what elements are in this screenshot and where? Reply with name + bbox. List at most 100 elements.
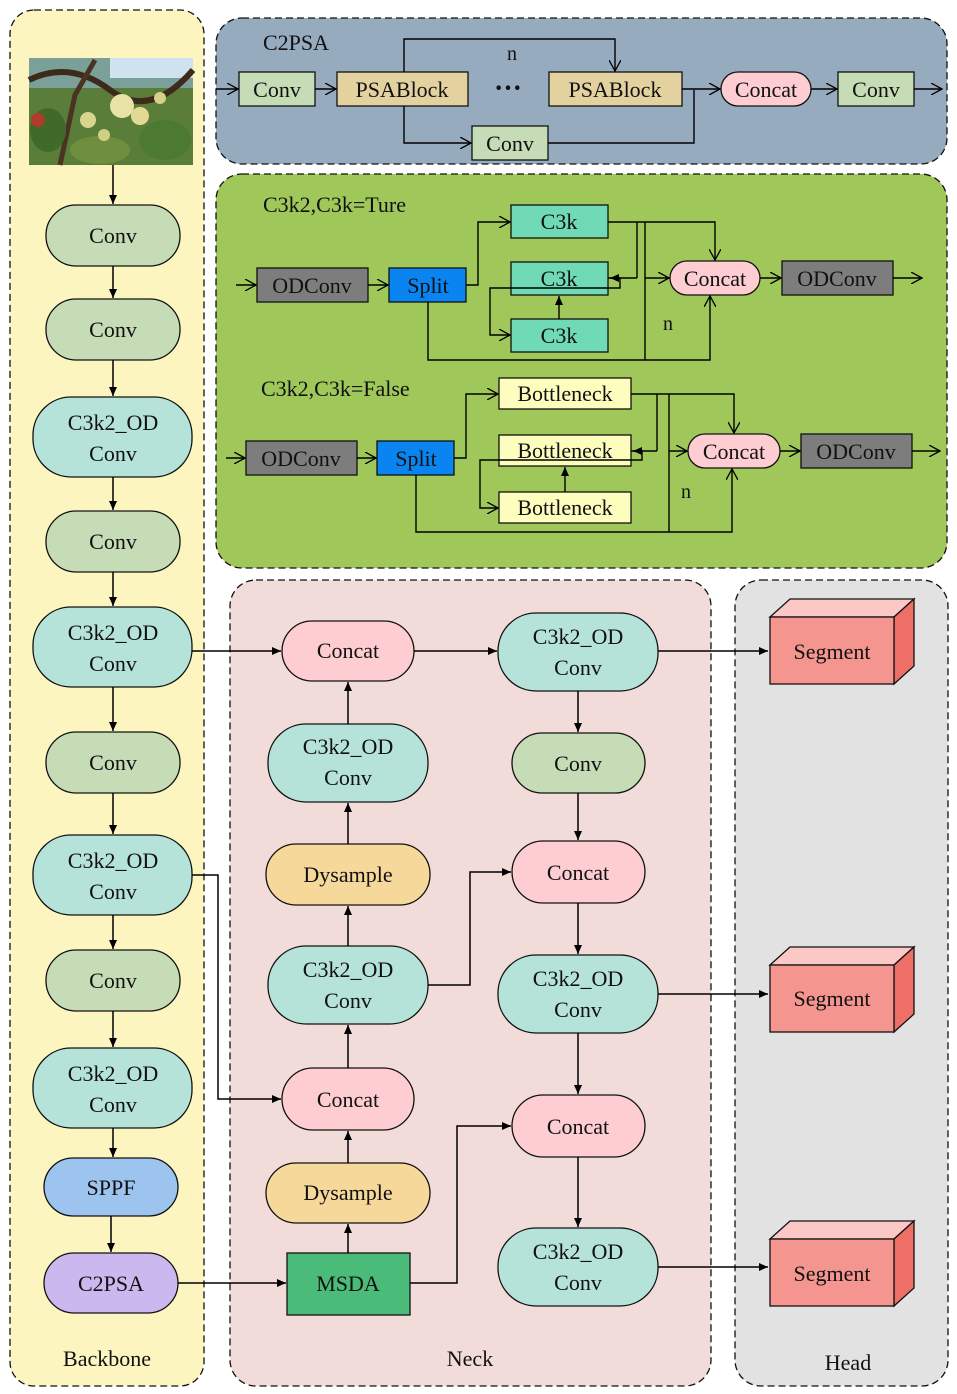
backbone-c2psa: C2PSA — [43, 1252, 179, 1314]
svg-text:C3k2_OD: C3k2_OD — [303, 957, 393, 982]
c3k2f-odconv-in: ODConv — [245, 440, 358, 476]
svg-text:Conv: Conv — [554, 1270, 602, 1295]
svg-text:C3k2_OD: C3k2_OD — [533, 624, 623, 649]
svg-text:PSABlock: PSABlock — [356, 77, 449, 102]
svg-text:Conv: Conv — [486, 131, 534, 156]
svg-text:ODConv: ODConv — [797, 266, 876, 291]
svg-text:Bottleneck: Bottleneck — [517, 438, 612, 463]
neck-concat-1: Concat — [281, 620, 415, 682]
svg-text:C3k: C3k — [541, 266, 578, 291]
c2psa-conv-in: Conv — [238, 71, 316, 107]
c2psa-psablock-1: PSABlock — [336, 71, 469, 107]
c3k2t-concat: Concat — [669, 260, 761, 296]
svg-text:Dysample: Dysample — [303, 1180, 392, 1205]
backbone-conv-4: Conv — [45, 731, 181, 794]
node-label-line1: C3k2_OD — [68, 848, 158, 873]
svg-text:Concat: Concat — [317, 1087, 379, 1112]
node-label-line2: Conv — [89, 879, 137, 904]
c3k2t-odconv-in: ODConv — [256, 267, 369, 303]
c3k2f-odconv-out: ODConv — [800, 433, 913, 469]
svg-text:MSDA: MSDA — [316, 1271, 380, 1296]
c3k2t-arrows — [236, 222, 922, 361]
node-label: Conv — [89, 529, 137, 554]
svg-text:PSABlock: PSABlock — [569, 77, 662, 102]
svg-text:Concat: Concat — [735, 77, 797, 102]
c3k2f-split: Split — [376, 440, 455, 476]
svg-text:C3k2_OD: C3k2_OD — [303, 734, 393, 759]
svg-text:Conv: Conv — [253, 77, 301, 102]
neck-msda: MSDA — [286, 1252, 411, 1316]
c3k2f-bottleneck-2: Bottleneck — [498, 434, 632, 467]
neck-concat-3: Concat — [511, 840, 646, 904]
head-segment-2: Segment — [768, 945, 916, 1034]
c3k2t-c3k-3: C3k — [510, 318, 609, 353]
svg-text:Dysample: Dysample — [303, 862, 392, 887]
node-label: C2PSA — [78, 1271, 144, 1296]
neck-dysample-1: Dysample — [265, 843, 431, 906]
backbone-c3k2-2: C3k2_OD Conv — [32, 606, 193, 688]
svg-text:ODConv: ODConv — [261, 446, 340, 471]
node-label: SPPF — [87, 1175, 136, 1200]
c3k2t-c3k-2: C3k — [510, 261, 609, 296]
backbone-arrows — [107, 165, 117, 1252]
neck-c3k2-2: C3k2_OD Conv — [267, 945, 429, 1025]
c3k2f-n-label: n — [681, 481, 691, 503]
c2psa-arrows — [216, 38, 942, 143]
backbone-conv-2: Conv — [45, 298, 181, 361]
svg-text:Concat: Concat — [547, 860, 609, 885]
c3k2-false-title: C3k2,C3k=False — [261, 376, 410, 401]
svg-text:Bottleneck: Bottleneck — [517, 495, 612, 520]
svg-text:Concat: Concat — [547, 1114, 609, 1139]
svg-text:Conv: Conv — [852, 77, 900, 102]
c2psa-concat: Concat — [720, 71, 812, 107]
node-label: Conv — [89, 750, 137, 775]
repeat-n-label: n — [507, 43, 517, 65]
svg-text:ODConv: ODConv — [816, 439, 895, 464]
svg-text:Segment: Segment — [794, 1261, 871, 1286]
backbone-c3k2-4: C3k2_OD Conv — [32, 1047, 193, 1129]
neck-conv: Conv — [511, 732, 646, 794]
node-label-line1: C3k2_OD — [68, 1061, 158, 1086]
node-label-line1: C3k2_OD — [68, 410, 158, 435]
svg-text:Conv: Conv — [554, 997, 602, 1022]
node-label: Conv — [89, 968, 137, 993]
c3k2f-arrows — [226, 394, 940, 533]
neck-concat-4: Concat — [511, 1094, 646, 1158]
neck-arrows — [178, 647, 768, 1287]
node-label-line2: Conv — [89, 441, 137, 466]
svg-text:C3k: C3k — [541, 323, 578, 348]
svg-text:Segment: Segment — [794, 639, 871, 664]
svg-text:Concat: Concat — [317, 638, 379, 663]
svg-text:C3k: C3k — [541, 209, 578, 234]
node-label: Conv — [89, 317, 137, 342]
neck-c3k2-1: C3k2_OD Conv — [267, 723, 429, 803]
neck-c3k2-4: C3k2_OD Conv — [497, 954, 659, 1034]
c3k2t-split: Split — [388, 267, 467, 303]
c3k2f-bottleneck-3: Bottleneck — [498, 491, 632, 524]
svg-text:Conv: Conv — [324, 988, 372, 1013]
backbone-c3k2-1: C3k2_OD Conv — [32, 396, 193, 478]
backbone-sppf: SPPF — [43, 1157, 179, 1217]
neck-dysample-2: Dysample — [265, 1162, 431, 1224]
ellipsis: ··· — [494, 73, 522, 104]
node-label-line1: C3k2_OD — [68, 620, 158, 645]
backbone-conv-1: Conv — [45, 204, 181, 267]
svg-text:C3k2_OD: C3k2_OD — [533, 1239, 623, 1264]
c3k2t-odconv-out: ODConv — [781, 260, 894, 296]
c3k2-true-title: C3k2,C3k=Ture — [263, 192, 406, 217]
c3k2t-n-label: n — [663, 313, 673, 335]
backbone-conv-3: Conv — [45, 510, 181, 573]
svg-text:Conv: Conv — [324, 765, 372, 790]
svg-text:ODConv: ODConv — [272, 273, 351, 298]
svg-text:Concat: Concat — [703, 439, 765, 464]
c3k2t-c3k-1: C3k — [510, 204, 609, 239]
c3k2f-bottleneck-1: Bottleneck — [498, 377, 632, 410]
node-label: Conv — [89, 223, 137, 248]
c2psa-conv-skip: Conv — [471, 125, 549, 161]
c2psa-psablock-n: PSABlock — [548, 71, 683, 107]
neck-c3k2-5: C3k2_OD Conv — [497, 1227, 659, 1307]
svg-text:Split: Split — [395, 446, 437, 471]
c3k2f-concat: Concat — [687, 433, 781, 469]
svg-text:C3k2_OD: C3k2_OD — [533, 966, 623, 991]
